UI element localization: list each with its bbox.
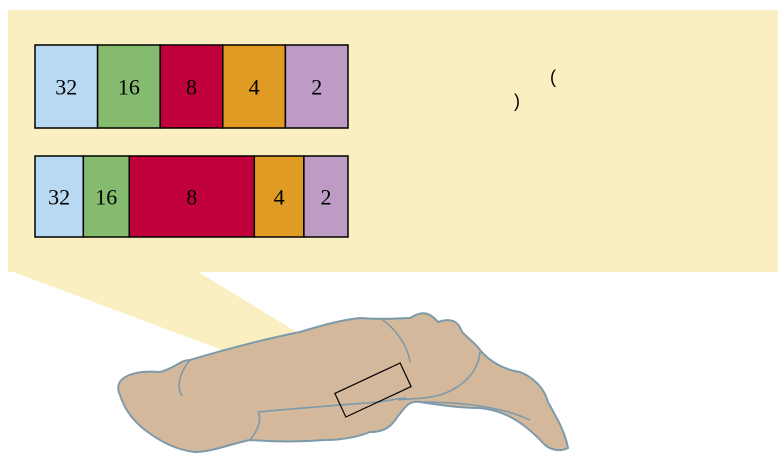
paren-open: ( [550,67,556,87]
bar-segment-label-8: 8 [186,75,197,100]
bar-row-equal: 32 16 8 4 2 [35,45,348,128]
bar-segment-label-2: 2 [320,185,331,210]
bar-segment-label-4: 4 [249,75,260,100]
bar-segment-label-16: 16 [95,185,117,210]
bar-segment-label-2: 2 [311,75,322,100]
bar-segment-label-32: 32 [48,185,70,210]
bar-segment-label-8: 8 [186,185,197,210]
bar-segment-label-32: 32 [55,75,77,100]
bar-row-unequal: 32 16 8 4 2 [35,156,348,237]
bar-segment-label-4: 4 [274,185,285,210]
paren-close: ) [514,91,520,111]
bar-segment-label-16: 16 [118,75,140,100]
